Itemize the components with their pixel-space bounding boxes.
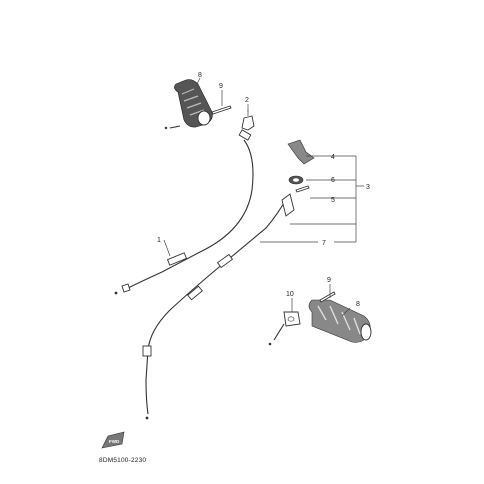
cable-7-sleeve-b bbox=[187, 285, 203, 301]
housing-cover-4 bbox=[287, 139, 315, 165]
cable-1-adjuster-upper bbox=[238, 129, 252, 141]
left-grip-ridges bbox=[181, 88, 205, 116]
right-screw-9 bbox=[319, 291, 336, 303]
right-grip bbox=[308, 299, 371, 343]
drawing-code: 8DM5100-2230 bbox=[99, 457, 146, 464]
fwd-label: FWD bbox=[109, 439, 120, 444]
callout-2: 2 bbox=[245, 97, 249, 104]
leader-lines bbox=[163, 77, 364, 317]
callout-3: 3 bbox=[366, 184, 370, 191]
callout-10: 10 bbox=[286, 291, 294, 298]
right-grip-ridges bbox=[317, 305, 361, 335]
cable-7-adjuster bbox=[281, 193, 295, 217]
cables bbox=[114, 129, 295, 420]
callout-6: 6 bbox=[331, 177, 335, 184]
cable-7-sleeve-c bbox=[142, 345, 152, 357]
fwd-arrow-icon bbox=[101, 431, 125, 449]
left-screw-9 bbox=[211, 105, 232, 115]
left-grip-end bbox=[197, 110, 211, 126]
callout-8b: 8 bbox=[356, 301, 360, 308]
cable-1-sleeve bbox=[166, 252, 188, 266]
callout-5: 5 bbox=[331, 197, 335, 204]
bracket-2 bbox=[241, 115, 255, 131]
left-grip-bar-stub bbox=[169, 125, 181, 129]
cable-1 bbox=[123, 139, 254, 291]
left-grip-assembly bbox=[164, 79, 255, 131]
cable-7-sleeve-a bbox=[216, 253, 234, 269]
callout-7: 7 bbox=[322, 240, 326, 247]
callout-4: 4 bbox=[331, 154, 335, 161]
screw-5 bbox=[295, 185, 310, 193]
callout-8a: 8 bbox=[198, 72, 202, 79]
cable-1-end bbox=[121, 283, 131, 293]
fwd-indicator: FWD bbox=[101, 431, 125, 449]
right-grip-assembly bbox=[268, 291, 372, 346]
left-bar-marker bbox=[164, 126, 168, 130]
callout-1: 1 bbox=[157, 237, 161, 244]
throttle-housing-assembly bbox=[287, 139, 315, 193]
cable-7 bbox=[145, 195, 289, 415]
right-grip-end bbox=[360, 323, 372, 341]
callout-9a: 9 bbox=[219, 83, 223, 90]
callout-labels: 8 9 2 4 6 3 5 7 1 9 10 8 bbox=[157, 72, 370, 308]
callout-9b: 9 bbox=[327, 277, 331, 284]
